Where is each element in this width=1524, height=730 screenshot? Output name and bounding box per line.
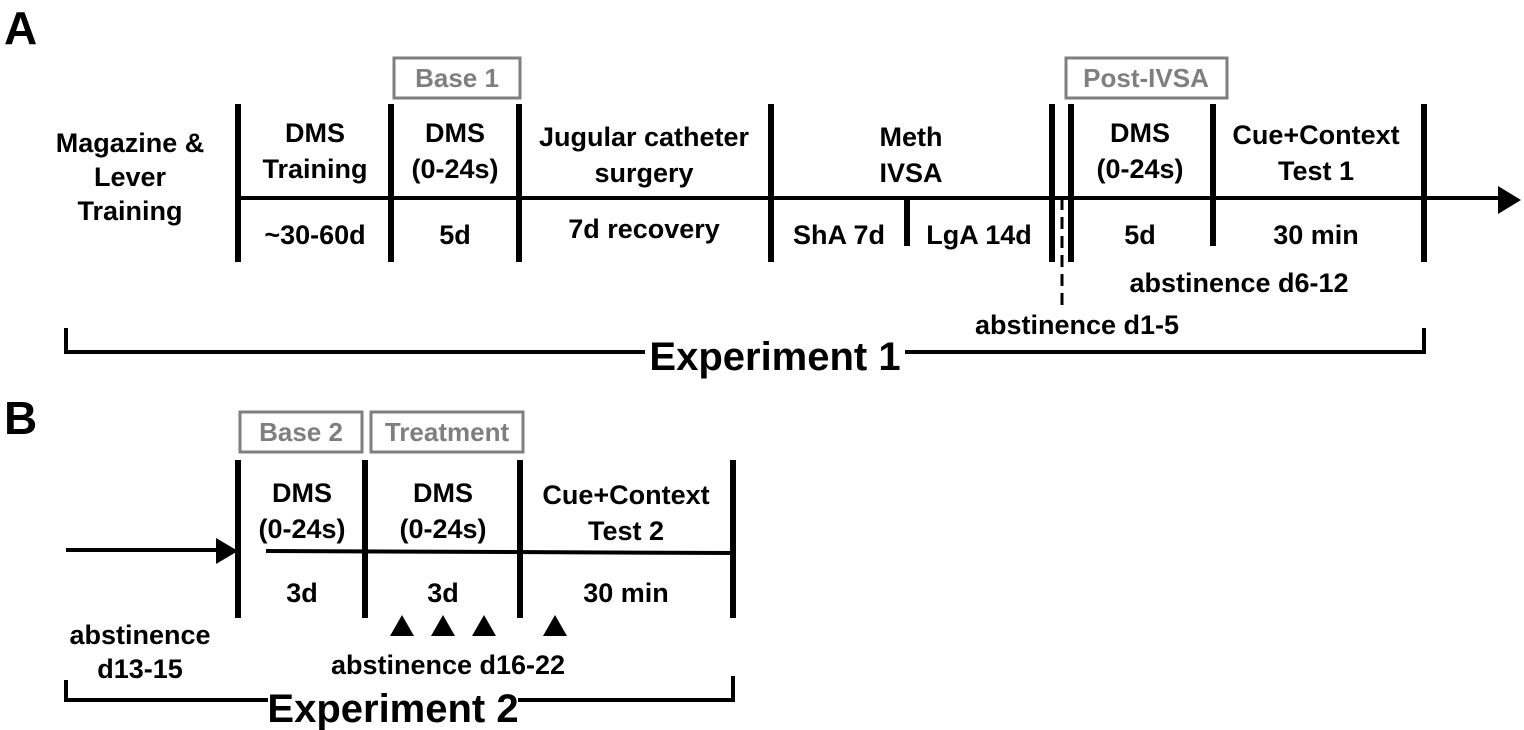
treatment-marker-triangle	[472, 615, 496, 636]
treatment-markers	[390, 615, 567, 636]
treatment-marker-triangle	[431, 615, 455, 636]
base-2-label: Base 2	[259, 417, 343, 447]
experiment-1-bracket	[64, 328, 1426, 354]
treatment-box	[369, 410, 525, 454]
phase-a2-duration: 5d	[439, 220, 471, 250]
phase-b1-duration: 3d	[427, 578, 459, 608]
abstinence-d6-12-label: abstinence d6-12	[1129, 268, 1348, 298]
treatment-marker-triangle	[543, 615, 567, 636]
phase-b2-line1: Cue+Context	[542, 480, 709, 510]
phase-a5-line1: DMS	[1110, 118, 1170, 148]
phase-a6-line2: Test 1	[1278, 156, 1354, 186]
phase-a6-line1: Cue+Context	[1232, 120, 1399, 150]
abstinence-d16-22-label: abstinence d16-22	[331, 650, 565, 680]
phase-a4-lga: LgA 14d	[926, 220, 1032, 250]
phase-a1-duration: ~30-60d	[264, 220, 365, 250]
phase-b2-line2: Test 2	[588, 516, 664, 546]
phase-a3-line2: surgery	[594, 158, 693, 188]
phase-a4-line2: IVSA	[879, 158, 942, 188]
phase-a3-line1: Jugular catheter	[539, 122, 750, 152]
phase-a3-duration: 7d recovery	[568, 214, 720, 244]
phase-a4-line1: Meth	[880, 122, 943, 152]
phase-a2-line1: DMS	[425, 118, 485, 148]
base-2-box	[238, 410, 364, 454]
phase-a0-line1: Magazine &	[56, 128, 205, 158]
phase-b0-line2: (0-24s)	[258, 514, 345, 544]
phase-a4-sha: ShA 7d	[793, 220, 885, 250]
timeline-b-axis	[265, 549, 735, 555]
timeline-b-arrowhead	[216, 538, 238, 564]
abstinence-d1-5-label: abstinence d1-5	[975, 310, 1179, 340]
treatment-marker-triangle	[390, 615, 414, 636]
treatment-label: Treatment	[385, 417, 510, 447]
experiment-2-label: Experiment 2	[267, 687, 518, 730]
abstinence-d13-15-line1: abstinence	[69, 620, 210, 650]
phase-a5-line2: (0-24s)	[1096, 154, 1183, 184]
phase-a0-line2: Lever	[94, 162, 167, 192]
base-1-label: Base 1	[415, 63, 499, 93]
phase-a2-line2: (0-24s)	[411, 154, 498, 184]
phase-b0-line1: DMS	[272, 478, 332, 508]
phase-b1-line2: (0-24s)	[399, 514, 486, 544]
phase-a1-line2: Training	[262, 154, 367, 184]
post-ivsa-box	[1064, 56, 1229, 100]
phase-b1-line1: DMS	[413, 478, 473, 508]
phase-a0-line3: Training	[77, 196, 182, 226]
phase-a6-duration: 30 min	[1273, 220, 1359, 250]
experiment-2-bracket	[64, 676, 735, 702]
abstinence-d13-15-line2: d13-15	[97, 654, 183, 684]
panel-a-letter: A	[4, 2, 37, 54]
phase-b2-duration: 30 min	[583, 578, 669, 608]
post-ivsa-label: Post-IVSA	[1083, 63, 1209, 93]
base-1-box	[392, 56, 522, 100]
experiment-1-label: Experiment 1	[649, 335, 900, 379]
panel-b-letter: B	[4, 392, 37, 444]
timeline-a-arrowhead	[1498, 186, 1521, 214]
phase-a5-duration: 5d	[1124, 220, 1156, 250]
phase-a1-line1: DMS	[285, 118, 345, 148]
phase-b0-duration: 3d	[286, 578, 318, 608]
